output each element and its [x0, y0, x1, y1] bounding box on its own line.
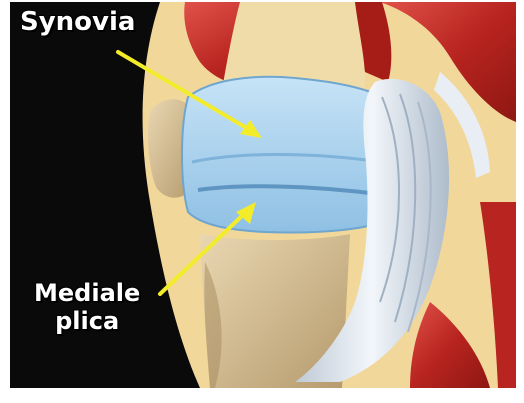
medial-plica-label: Mediale plica — [34, 280, 140, 335]
synovia-label: Synovia — [20, 8, 135, 38]
medial-plica-label-line2: plica — [34, 308, 140, 336]
medial-plica-label-line1: Mediale — [34, 280, 140, 308]
knee-diagram: Synovia Mediale plica — [10, 2, 516, 388]
